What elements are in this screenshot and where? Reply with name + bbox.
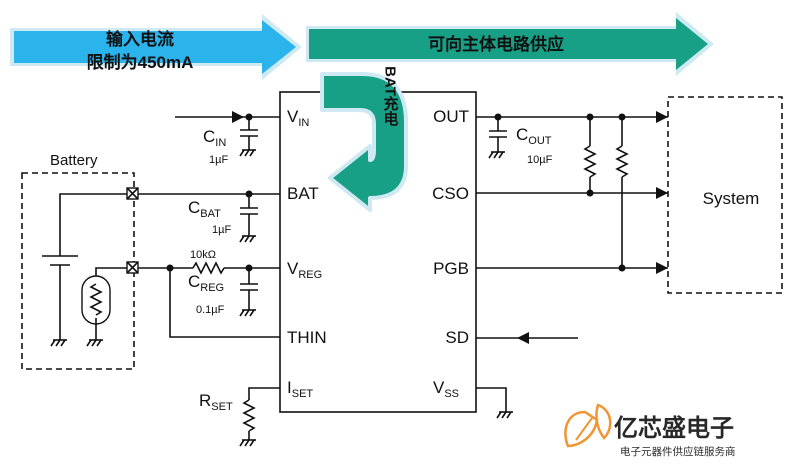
pin-vreg: VREG — [287, 259, 322, 281]
cin-label: CIN — [203, 127, 226, 149]
cbat-value: 1µF — [212, 224, 231, 236]
resistor-value: 10kΩ — [190, 249, 216, 261]
ground-icon — [239, 309, 256, 317]
watermark-brand: 亿芯盛电子 — [614, 414, 734, 442]
vss-net — [476, 387, 507, 412]
bat-charge-arrow: BAT充电 — [320, 66, 408, 212]
battery-block — [21, 172, 135, 370]
cout-value: 10µF — [527, 154, 553, 166]
cin-value: 1µF — [209, 154, 228, 166]
vreg-net — [138, 261, 280, 310]
input-current-line1: 输入电流 — [106, 29, 174, 49]
watermark-tagline: 电子元器件供应链服务商 — [620, 445, 736, 458]
pin-sd: SD — [445, 328, 469, 347]
rset-label: RSET — [199, 391, 233, 413]
system-label: System — [703, 189, 760, 208]
input-current-arrow: 输入电流 限制为450mA — [10, 14, 302, 80]
battery-terminal-neg-icon — [126, 261, 139, 274]
system-block — [667, 96, 783, 294]
pin-vss: VSS — [433, 378, 459, 400]
ground-icon — [86, 339, 103, 347]
thin-net — [169, 268, 280, 338]
bat-net — [138, 190, 280, 236]
supply-circuit-label: 可向主体电路供应 — [428, 34, 564, 54]
pullup-resistor-pgb — [615, 117, 629, 268]
battery-terminal-pos-icon — [126, 187, 139, 200]
pin-cso: CSO — [432, 184, 469, 203]
bat-charge-label: BAT充电 — [382, 66, 399, 126]
sd-net — [476, 332, 578, 344]
pgb-net — [476, 262, 668, 274]
pin-bat: BAT — [287, 184, 319, 203]
supply-circuit-arrow: 可向主体电路供应 — [306, 12, 714, 76]
ground-icon — [50, 339, 67, 347]
input-current-line2: 限制为450mA — [87, 52, 194, 72]
cout-label: COUT — [516, 125, 552, 147]
ground-icon — [488, 151, 505, 159]
pin-pgb: PGB — [433, 259, 469, 278]
battery-cell-icon — [42, 193, 127, 340]
iset-net — [242, 387, 280, 440]
battery-label: Battery — [50, 152, 98, 169]
ground-icon — [239, 439, 256, 447]
pullup-resistor-cso — [583, 117, 597, 193]
pin-thin: THIN — [287, 328, 327, 347]
ground-icon — [239, 149, 256, 157]
creg-label: CREG — [188, 272, 224, 294]
watermark-logo: 亿芯盛电子 电子元器件供应链服务商 — [564, 403, 736, 458]
ground-icon — [239, 235, 256, 243]
ground-icon — [496, 411, 513, 419]
out-net — [476, 111, 668, 152]
cso-net — [476, 187, 668, 199]
thermistor-icon — [81, 267, 127, 340]
pin-out: OUT — [433, 107, 469, 126]
pin-vin: VIN — [287, 107, 309, 129]
creg-value: 0.1µF — [196, 304, 225, 316]
leaf-logo-icon — [564, 403, 612, 448]
vin-net — [175, 111, 280, 150]
pin-iset: ISET — [287, 378, 313, 400]
cbat-label: CBAT — [188, 198, 221, 220]
